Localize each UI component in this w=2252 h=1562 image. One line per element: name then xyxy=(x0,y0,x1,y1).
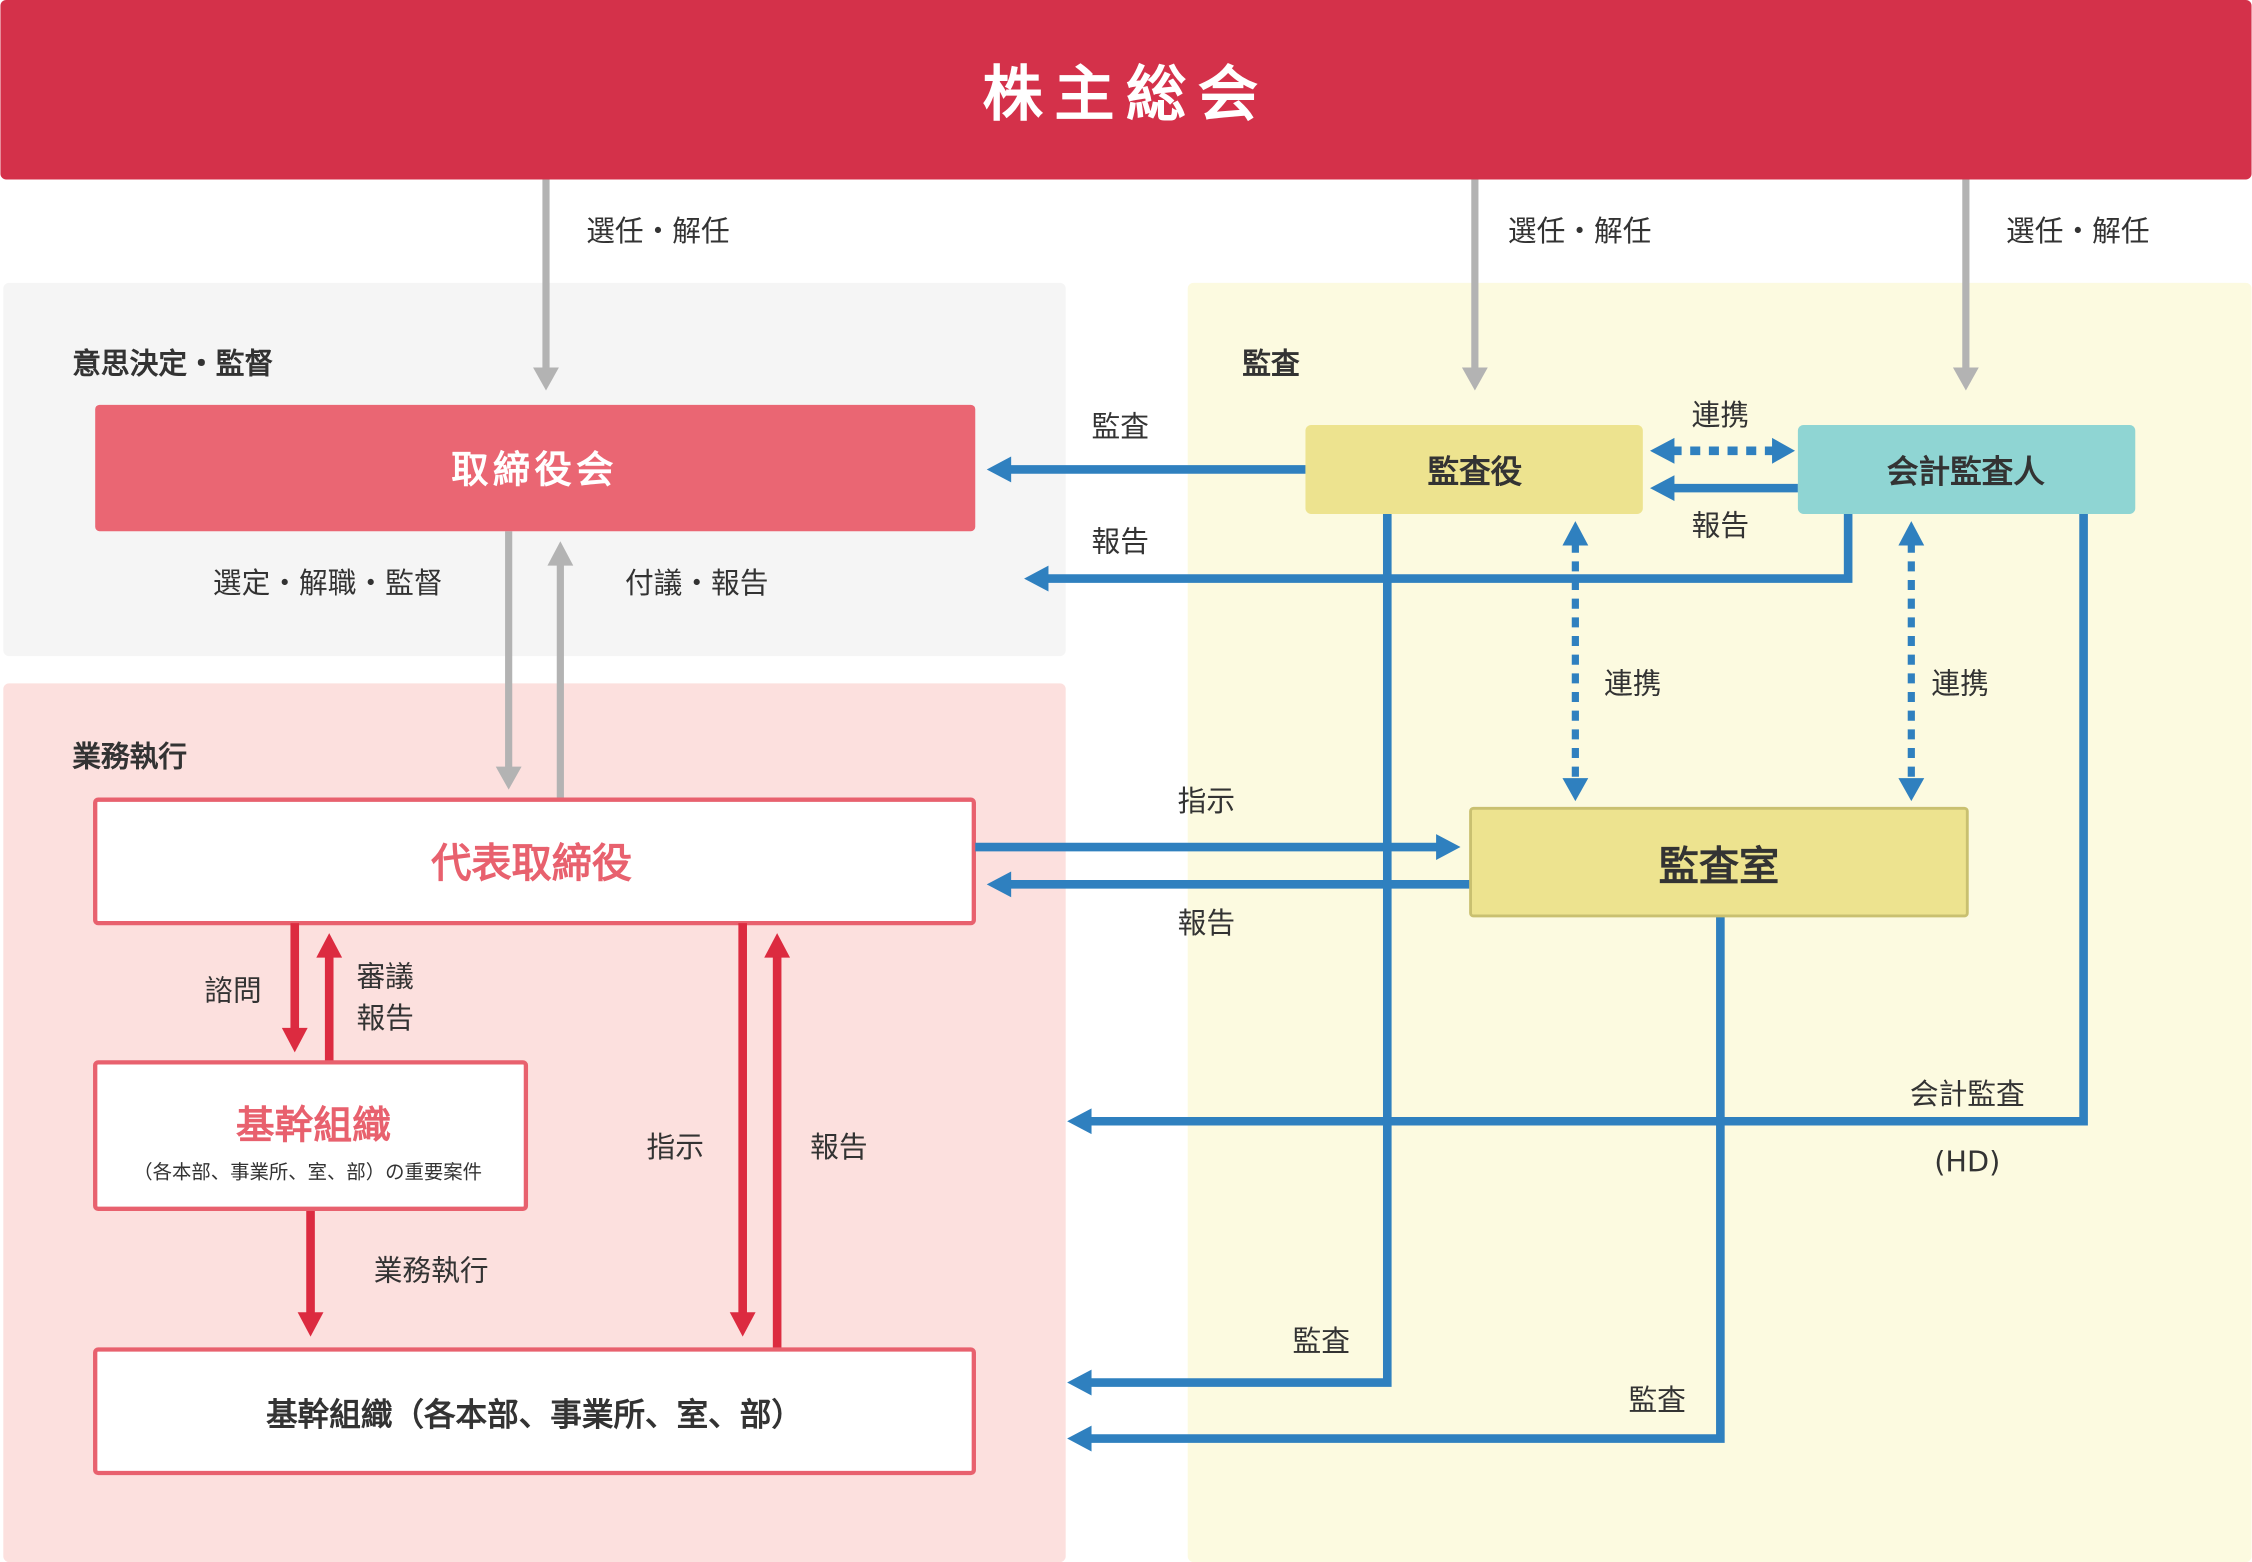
accounting-auditor-box xyxy=(1797,424,2136,514)
arrowhead xyxy=(1562,521,1589,546)
label-coop-mid1: 連携 xyxy=(1604,666,1661,700)
label-report-top: 報告 xyxy=(1692,509,1749,543)
arrowhead xyxy=(533,367,559,391)
label-report-office: 報告 xyxy=(1178,906,1235,940)
core-org-label: 基幹組織 xyxy=(236,1103,391,1148)
core-org-bottom-label: 基幹組織（各本部、事業所、室、部） xyxy=(266,1397,803,1434)
label-deliberate-report: 報告 xyxy=(356,1001,413,1035)
label-consult: 諮問 xyxy=(204,974,261,1008)
core-org-bottom-box xyxy=(93,1347,976,1476)
label-audit-bottom1: 監査 xyxy=(1293,1324,1350,1358)
arrowhead xyxy=(1898,521,1925,546)
board-label: 取締役会 xyxy=(451,447,617,491)
auditor-box xyxy=(1305,424,1643,514)
office-audit-line xyxy=(1088,915,1725,1443)
arrowhead xyxy=(1650,437,1675,464)
arrowhead xyxy=(316,933,343,958)
election-label: 選任・解任 xyxy=(2006,214,2150,248)
representative-label: 代表取締役 xyxy=(430,841,632,887)
core-org-sub: （各本部、事業所、室、部）の重要案件 xyxy=(133,1161,482,1184)
representative-box xyxy=(93,797,976,926)
election-label: 選任・解任 xyxy=(1508,214,1652,248)
auditor-audit-line xyxy=(1088,513,1392,1387)
label-audit-bottom2: 監査 xyxy=(1628,1383,1685,1417)
accounting-audit-line xyxy=(1088,513,2088,1126)
label-instruct: 指示 xyxy=(646,1130,703,1164)
label-coop-top: 連携 xyxy=(1692,398,1749,432)
shareholders-meeting-title: 株主総会 xyxy=(982,60,1269,130)
arrowhead xyxy=(495,766,522,790)
arrowhead xyxy=(1650,475,1675,502)
arrowhead xyxy=(1898,778,1925,802)
auditor-label: 監査役 xyxy=(1427,454,1522,490)
arrowhead xyxy=(729,1312,756,1337)
core-org-box xyxy=(93,1060,529,1211)
arrowhead xyxy=(764,933,791,958)
board-box xyxy=(95,404,976,532)
label-report: 報告 xyxy=(810,1130,867,1164)
arrowhead xyxy=(1952,367,1979,391)
audit-office-box xyxy=(1469,806,1969,918)
accounting-auditor-label: 会計監査人 xyxy=(1887,453,2045,490)
arrowhead xyxy=(297,1312,324,1337)
arrowhead xyxy=(1067,1369,1092,1396)
label-submit-report: 付議・報告 xyxy=(625,566,769,600)
section-title-execution: 業務執行 xyxy=(72,740,187,774)
label-coop-mid2: 連携 xyxy=(1931,666,1988,700)
label-instruct-office: 指示 xyxy=(1178,784,1235,818)
arrowhead xyxy=(986,871,1012,898)
shareholders-meeting-bar xyxy=(0,0,2252,180)
arrowhead xyxy=(1562,778,1589,802)
label-audit-board: 監査 xyxy=(1092,409,1149,443)
arrowhead xyxy=(1067,1425,1092,1452)
label-select-dismiss: 選定・解職・監督 xyxy=(213,566,443,600)
label-hd: (HD) xyxy=(1934,1144,2000,1178)
label-accounting-audit: 会計監査 xyxy=(1910,1077,2025,1111)
arrowhead xyxy=(1436,834,1461,860)
arrowhead xyxy=(1067,1108,1092,1135)
section-title-decision: 意思決定・監督 xyxy=(72,346,273,380)
election-label: 選任・解任 xyxy=(586,214,730,248)
arrowhead xyxy=(281,1027,308,1053)
arrowhead xyxy=(1461,367,1488,391)
arrowhead xyxy=(1772,437,1796,464)
section-title-audit: 監査 xyxy=(1242,346,1300,380)
label-execution: 業務執行 xyxy=(374,1254,489,1288)
audit-office-label: 監査室 xyxy=(1659,844,1780,890)
arrowhead xyxy=(986,456,1012,483)
arrowhead xyxy=(1024,565,1049,592)
accounting-report-to-board-line xyxy=(1045,513,1853,583)
arrowhead xyxy=(547,541,574,566)
label-deliberate: 審議 xyxy=(356,959,413,993)
label-report-board: 報告 xyxy=(1092,524,1149,558)
